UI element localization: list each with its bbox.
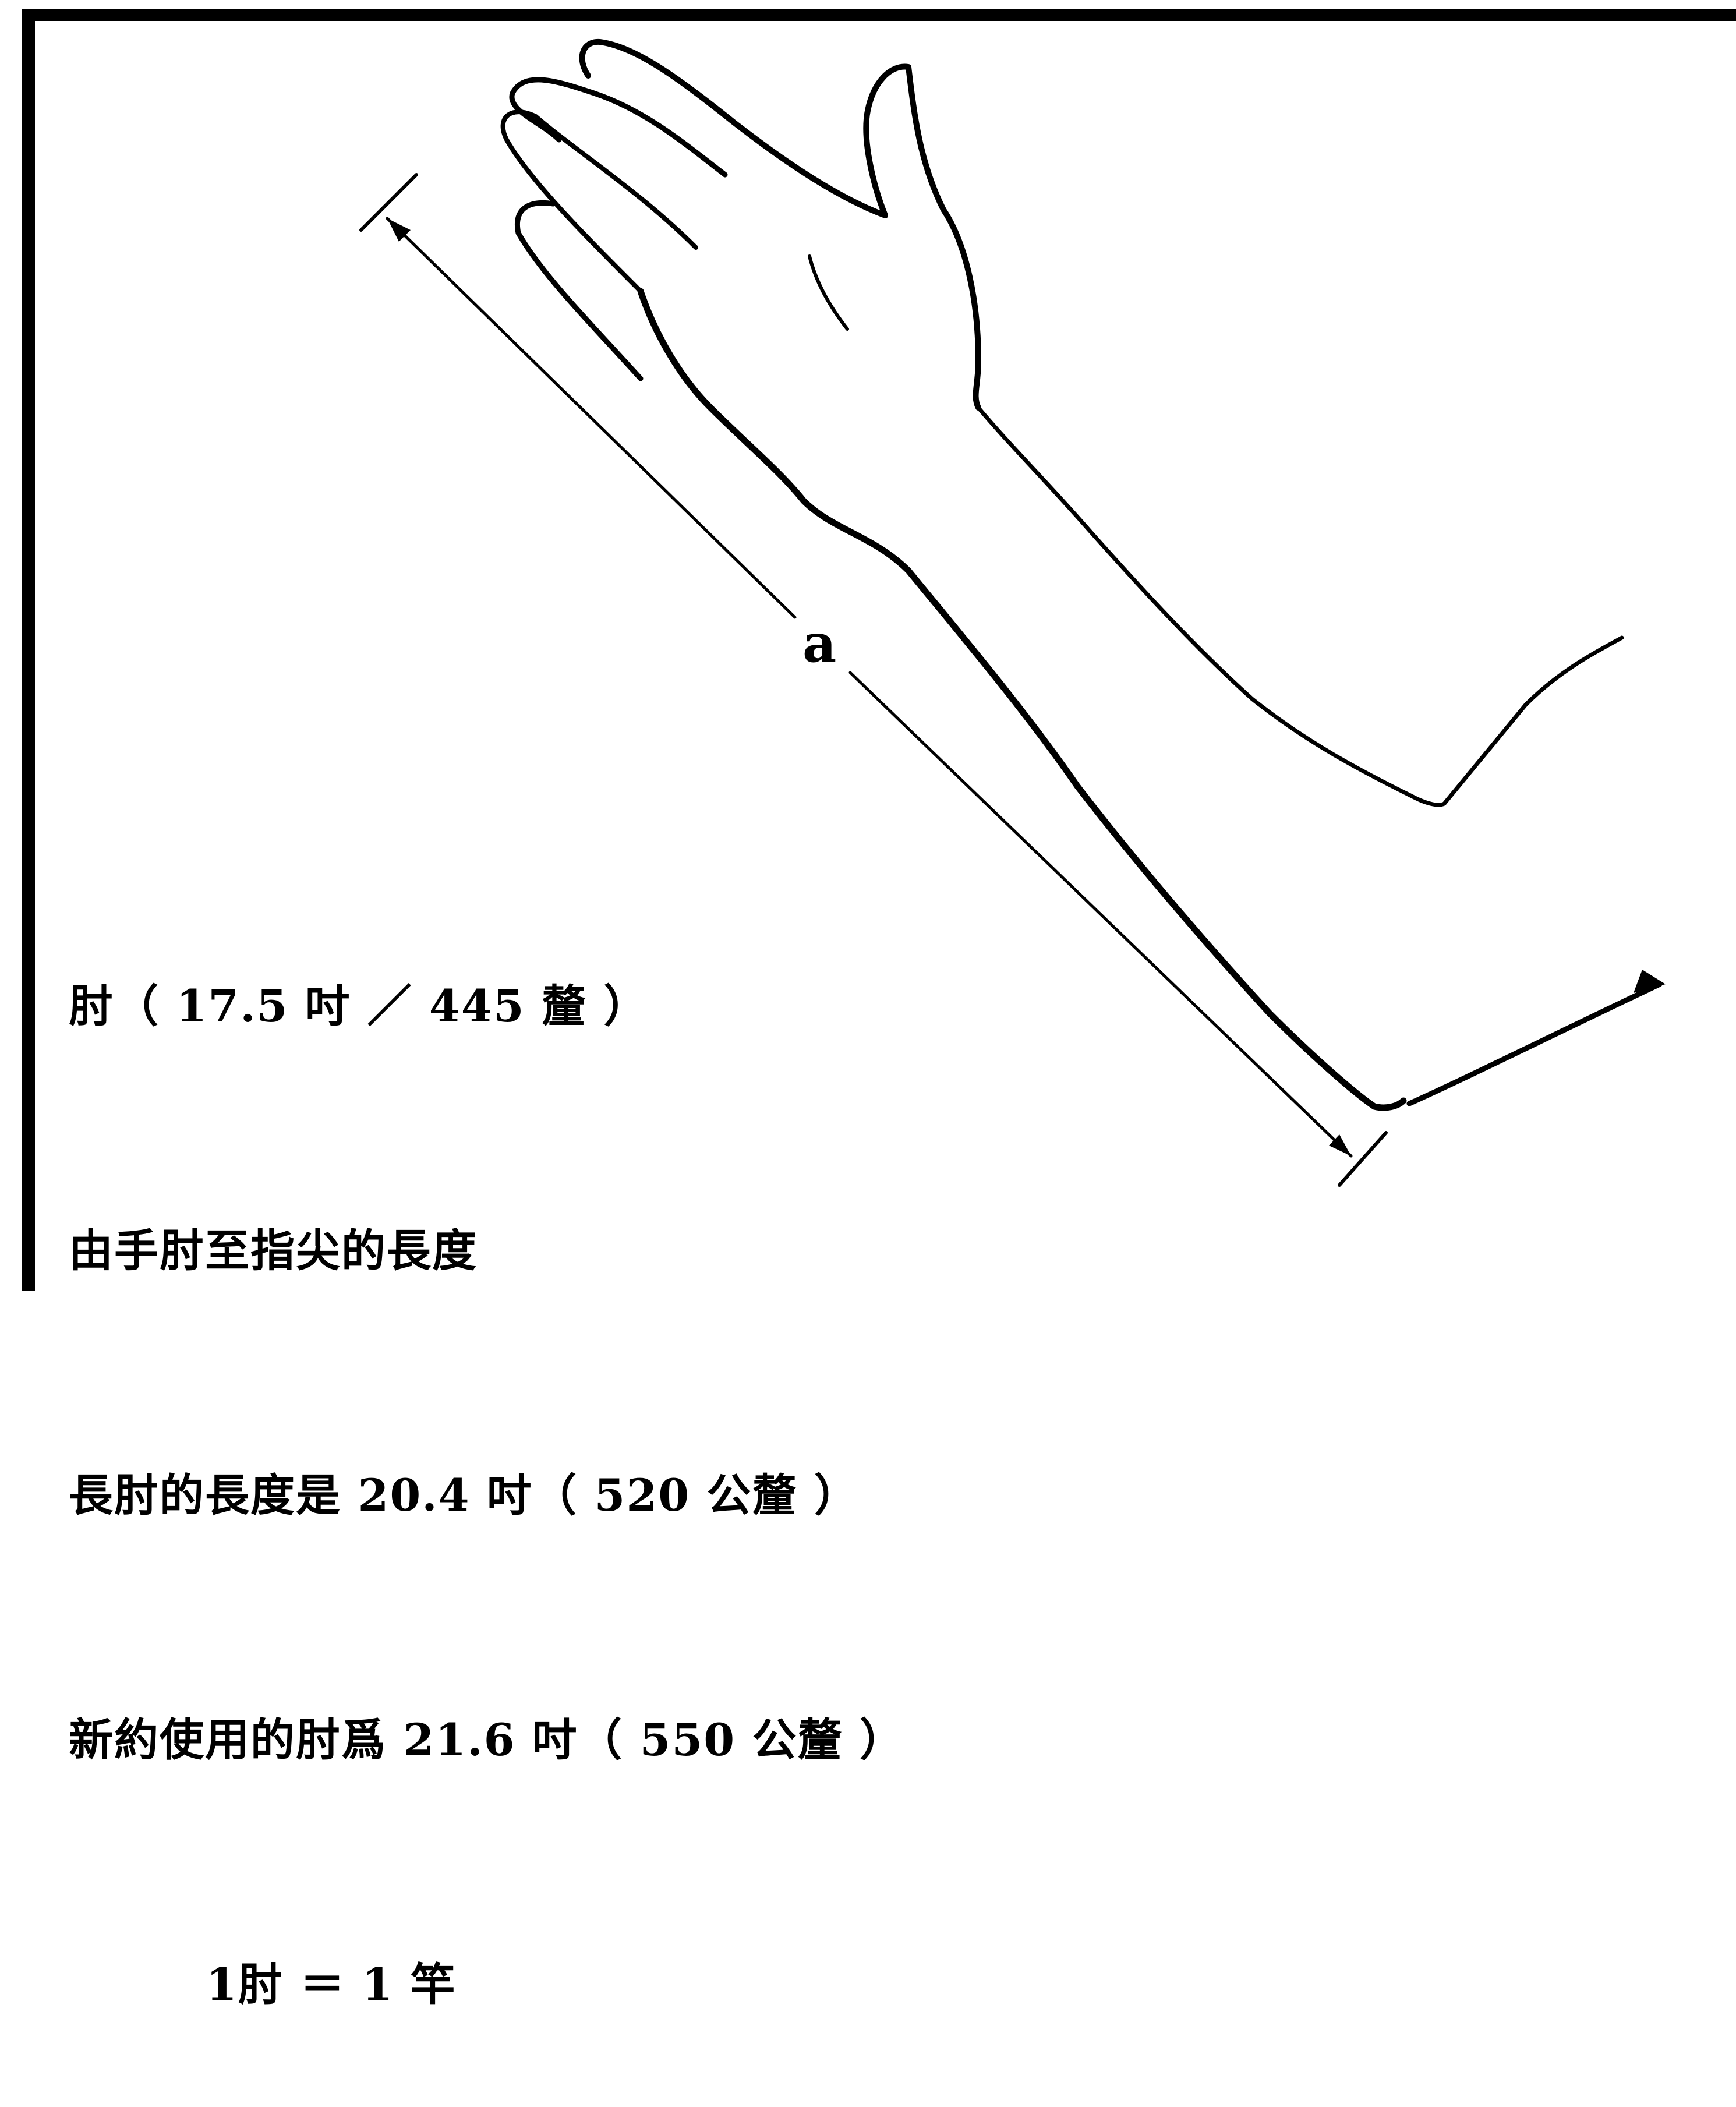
forearm-diagram (359, 38, 1666, 1187)
measure-tick-bottom (1338, 1131, 1388, 1187)
forearm-lower-edge (637, 288, 1407, 1111)
measure-arrow-bottom (1329, 1134, 1351, 1156)
diagram-frame (22, 9, 1736, 1291)
elbow-tip (1634, 970, 1666, 993)
middle-finger-outline (579, 38, 888, 218)
palm-crease (808, 254, 849, 331)
measure-line-lower (848, 671, 1353, 1158)
caption-line-3: 長肘的長度是 20.4 吋（ 520 公釐 ） (69, 1469, 860, 1521)
measurement-label-a: a (802, 613, 837, 674)
caption-line-1: 肘（ 17.5 吋 ／ 445 釐 ） (69, 980, 649, 1032)
caption-line-5: 1肘 ＝ 1 竿 (206, 1958, 457, 2010)
caption-line-2: 由手肘至指尖的長度 (69, 1225, 478, 1277)
measure-tick-top (359, 173, 418, 232)
little-finger-outline (515, 200, 644, 381)
elbow-outline (1406, 981, 1663, 1106)
ring-finger-outline (500, 109, 698, 294)
caption-line-4: 新約使用的肘爲 21.6 吋（ 550 公釐 ） (69, 1714, 906, 1766)
measure-arrow-top (387, 218, 411, 242)
thumb-outline (863, 63, 981, 411)
cubit-caption: 肘（ 17.5 吋 ／ 445 釐 ） 由手肘至指尖的長度 長肘的長度是 20.… (69, 803, 905, 2107)
measure-line-upper (386, 217, 797, 619)
forearm-upper-edge (976, 405, 1624, 807)
